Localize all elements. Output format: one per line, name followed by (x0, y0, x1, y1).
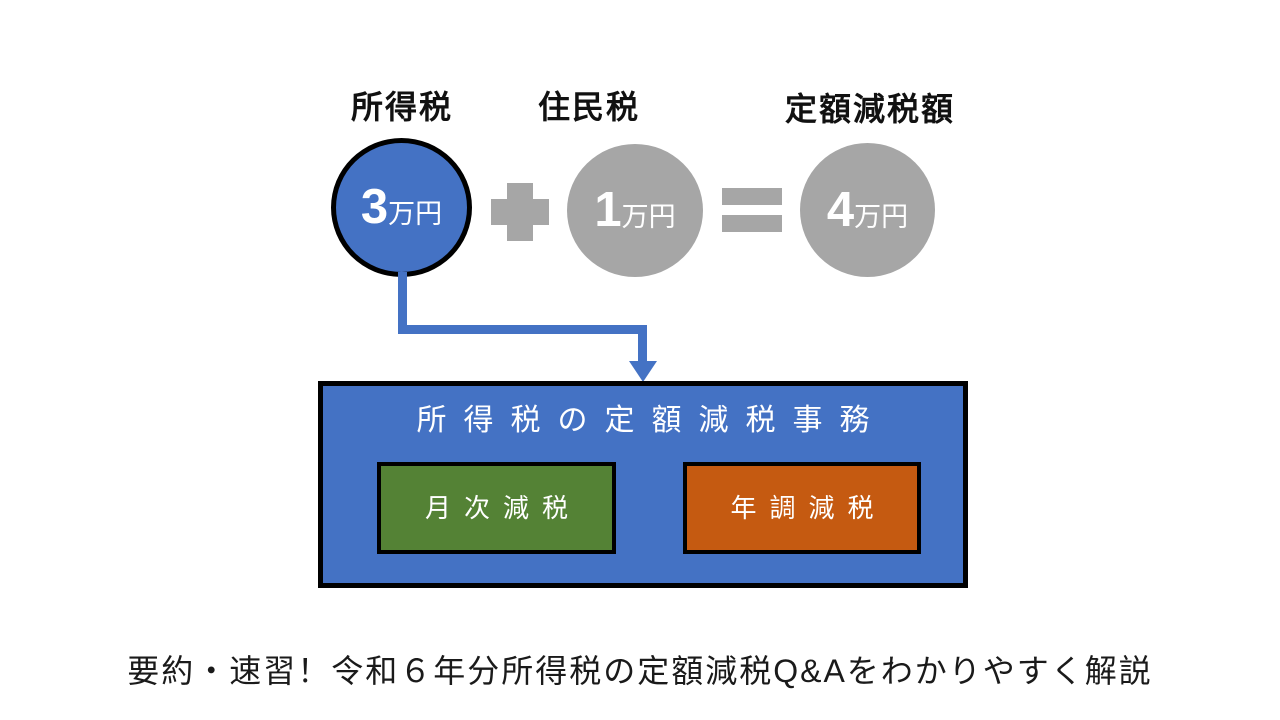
plus-icon (491, 183, 549, 241)
yearend-reduction-box: 年調減税 (683, 462, 921, 554)
circle-resident-tax: 1万円 (567, 144, 703, 277)
yearend-reduction-label: 年調減税 (730, 493, 887, 523)
income-tax-amount: 3万円 (361, 183, 442, 232)
connector-vertical-from-circle (398, 272, 407, 333)
arrowhead-down-icon (629, 361, 657, 382)
amount-unit: 万円 (621, 202, 676, 232)
reduction-total-amount: 4万円 (826, 182, 909, 237)
amount-number: 1 (594, 183, 622, 237)
label-resident-tax: 住民税 (537, 89, 640, 125)
amount-unit: 万円 (854, 201, 909, 232)
monthly-reduction-box: 月次減税 (377, 462, 616, 554)
circle-income-tax: 3万円 (331, 138, 472, 277)
connector-vertical-to-box (638, 325, 647, 363)
amount-unit: 万円 (388, 199, 443, 229)
amount-number: 4 (826, 182, 855, 237)
slide-caption: 要約・速習！令和６年分所得税の定額減税Q&Aをわかりやすく解説 (127, 653, 1153, 689)
resident-tax-amount: 1万円 (594, 186, 675, 235)
label-income-tax: 所得税 (350, 89, 453, 125)
amount-number: 3 (360, 180, 389, 234)
connector-horizontal (398, 325, 647, 334)
equals-icon (722, 188, 782, 232)
label-reduction-amount: 定額減税額 (784, 91, 955, 127)
circle-reduction-total: 4万円 (800, 143, 935, 277)
monthly-reduction-label: 月次減税 (424, 493, 581, 523)
process-box-title: 所得税の定額減税事務 (416, 404, 887, 437)
